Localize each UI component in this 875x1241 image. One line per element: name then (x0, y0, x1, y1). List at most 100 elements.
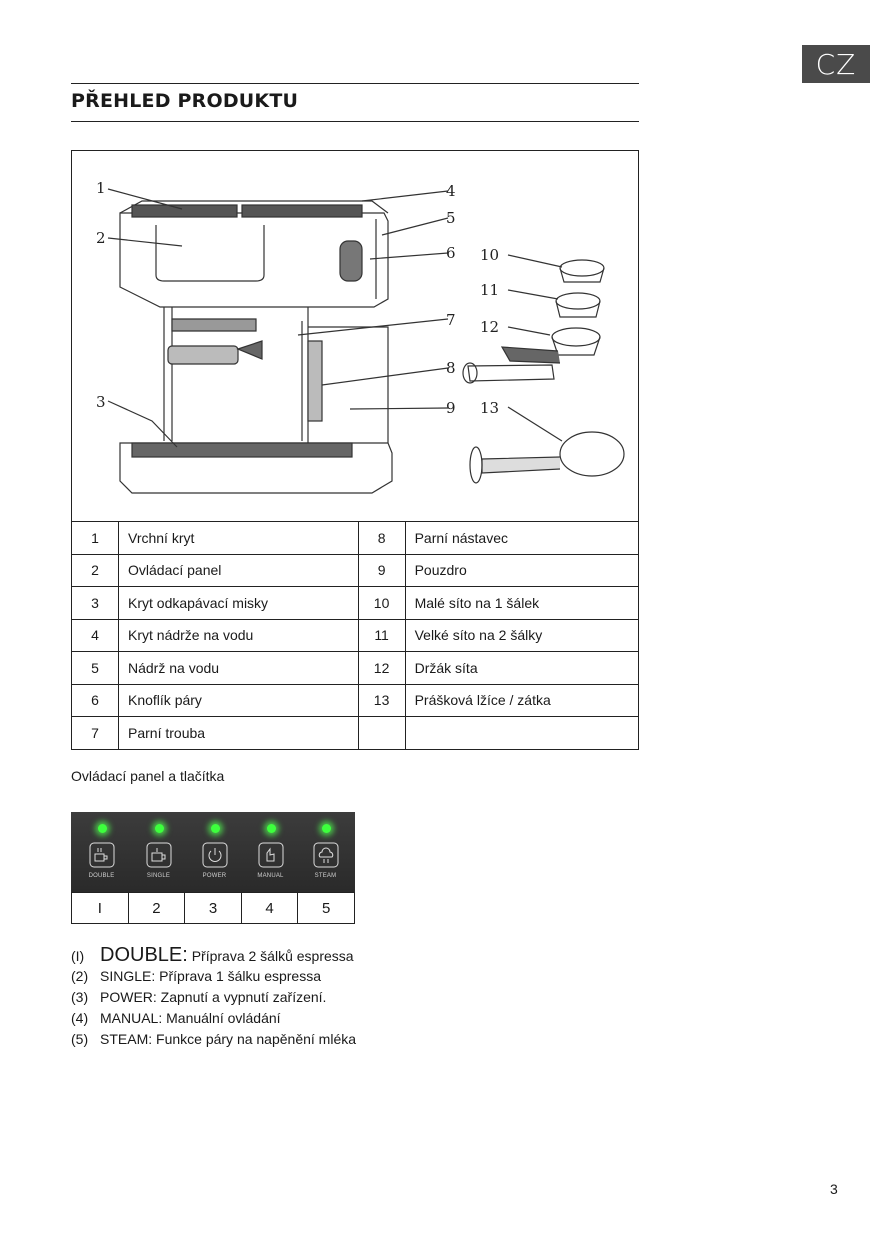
part-label: Kryt nádrže na vodu (118, 618, 359, 652)
legend-number: (2) (71, 968, 89, 984)
part-label: Nádrž na vodu (118, 651, 359, 685)
part-number: 8 (357, 521, 406, 555)
callout-9: 9 (446, 399, 456, 417)
legend-item: (3)POWER: Zapnutí a vypnutí zařízení. (71, 989, 356, 1010)
button-number-4: 4 (240, 892, 299, 924)
part-number: 2 (71, 553, 119, 587)
callout-11: 11 (480, 281, 499, 299)
button-number-table: I 2 3 4 5 (71, 892, 355, 924)
control-panel-outline (155, 225, 265, 282)
legend-keyword: STEAM: (100, 1031, 153, 1047)
drip-tray-grate (131, 442, 353, 458)
callout-2: 2 (96, 229, 106, 247)
part-number: 9 (357, 553, 406, 587)
button-number-5: 5 (297, 892, 355, 924)
callout-6: 6 (446, 244, 456, 262)
manual-caption: MANUAL (257, 873, 284, 879)
top-cover-right (241, 204, 363, 218)
part-number: 4 (71, 618, 119, 652)
legend-number: (4) (71, 1010, 89, 1026)
manual-hand-icon (258, 842, 284, 868)
title-top-rule (71, 83, 639, 84)
part-label: Knoflík páry (118, 683, 359, 717)
legend-keyword: DOUBLE: (100, 944, 188, 966)
power-caption: POWER (202, 873, 227, 879)
legend-item: (4)MANUAL: Manuální ovládání (71, 1010, 356, 1031)
callout-13: 13 (480, 399, 499, 417)
single-caption: SINGLE (146, 873, 171, 879)
single-button: SINGLE (130, 812, 187, 892)
section-title: PŘEHLED PRODUKTU (71, 90, 299, 112)
small-filter (559, 259, 605, 277)
part-number: 12 (357, 651, 406, 685)
button-number-2: 2 (127, 892, 186, 924)
page-number: 3 (830, 1181, 838, 1197)
legend-text: Manuální ovládání (162, 1010, 281, 1026)
legend-text: Funkce páry na napěnění mléka (152, 1031, 357, 1047)
callout-4: 4 (446, 182, 456, 200)
callout-7: 7 (446, 311, 456, 329)
callout-1: 1 (96, 179, 106, 197)
part-label: Parní trouba (118, 716, 359, 750)
legend-item: (2) SINGLE: Příprava 1 šálku espressa (71, 968, 356, 989)
legend-item: (5) STEAM: Funkce páry na napěnění mléka (71, 1031, 356, 1052)
part-label: Ovládací panel (118, 553, 359, 587)
button-number-1: I (71, 892, 129, 924)
single-cup-icon (146, 842, 172, 868)
legend-text: Zapnutí a vypnutí zařízení. (156, 989, 327, 1005)
legend-keyword: SINGLE: (100, 968, 156, 984)
title-bottom-rule (71, 121, 639, 122)
top-cover-left (131, 204, 238, 218)
part-number: 7 (71, 716, 119, 750)
button-legend: (I) DOUBLE: Příprava 2 šálků espressa (2)… (71, 944, 356, 1052)
measuring-spoon (559, 431, 625, 477)
part-number: 1 (71, 521, 119, 555)
part-number: 6 (71, 683, 119, 717)
part-label: Kryt odkapávací misky (118, 586, 359, 620)
power-button: POWER (186, 812, 243, 892)
legend-text: Příprava 1 šálku espressa (155, 968, 321, 984)
part-number: 5 (71, 651, 119, 685)
steam-cloud-icon (313, 842, 339, 868)
steam-knob (339, 240, 363, 282)
callout-5: 5 (446, 209, 456, 227)
part-label: Parní nástavec (404, 521, 640, 555)
language-badge: CZ (802, 45, 870, 83)
legend-number: (5) (71, 1031, 89, 1047)
part-label: Pouzdro (404, 553, 640, 587)
filter-holder-cup (551, 327, 601, 347)
control-panel-image: DOUBLE SINGLE POWER MANUAL STEAM (71, 812, 355, 892)
steam-button: STEAM (297, 812, 354, 892)
part-number: 11 (357, 618, 406, 652)
power-icon (202, 842, 228, 868)
part-number: 10 (357, 586, 406, 620)
power-led (211, 824, 220, 833)
part-label (404, 716, 640, 750)
control-panel-heading: Ovládací panel a tlačítka (71, 768, 225, 784)
legend-text: Příprava 2 šálků espressa (187, 948, 354, 964)
double-caption: DOUBLE (88, 873, 115, 879)
double-cup-icon (89, 842, 115, 868)
steam-wand (307, 340, 323, 422)
large-filter (555, 292, 601, 310)
callout-3: 3 (96, 393, 106, 411)
part-label: Prášková lžíce / zátka (404, 683, 640, 717)
portafilter-handle (167, 345, 239, 365)
legend-number: (I) (71, 948, 85, 964)
part-number (357, 716, 406, 750)
callout-10: 10 (480, 246, 499, 264)
double-button: DOUBLE (73, 812, 130, 892)
double-led (98, 824, 107, 833)
part-label: Velké síto na 2 šálky (404, 618, 640, 652)
machine-top-edge (119, 200, 389, 214)
callout-12: 12 (480, 318, 499, 336)
product-diagram-frame: 1 2 3 4 5 6 7 8 9 10 11 12 13 (71, 150, 639, 750)
steam-caption: STEAM (314, 873, 337, 879)
